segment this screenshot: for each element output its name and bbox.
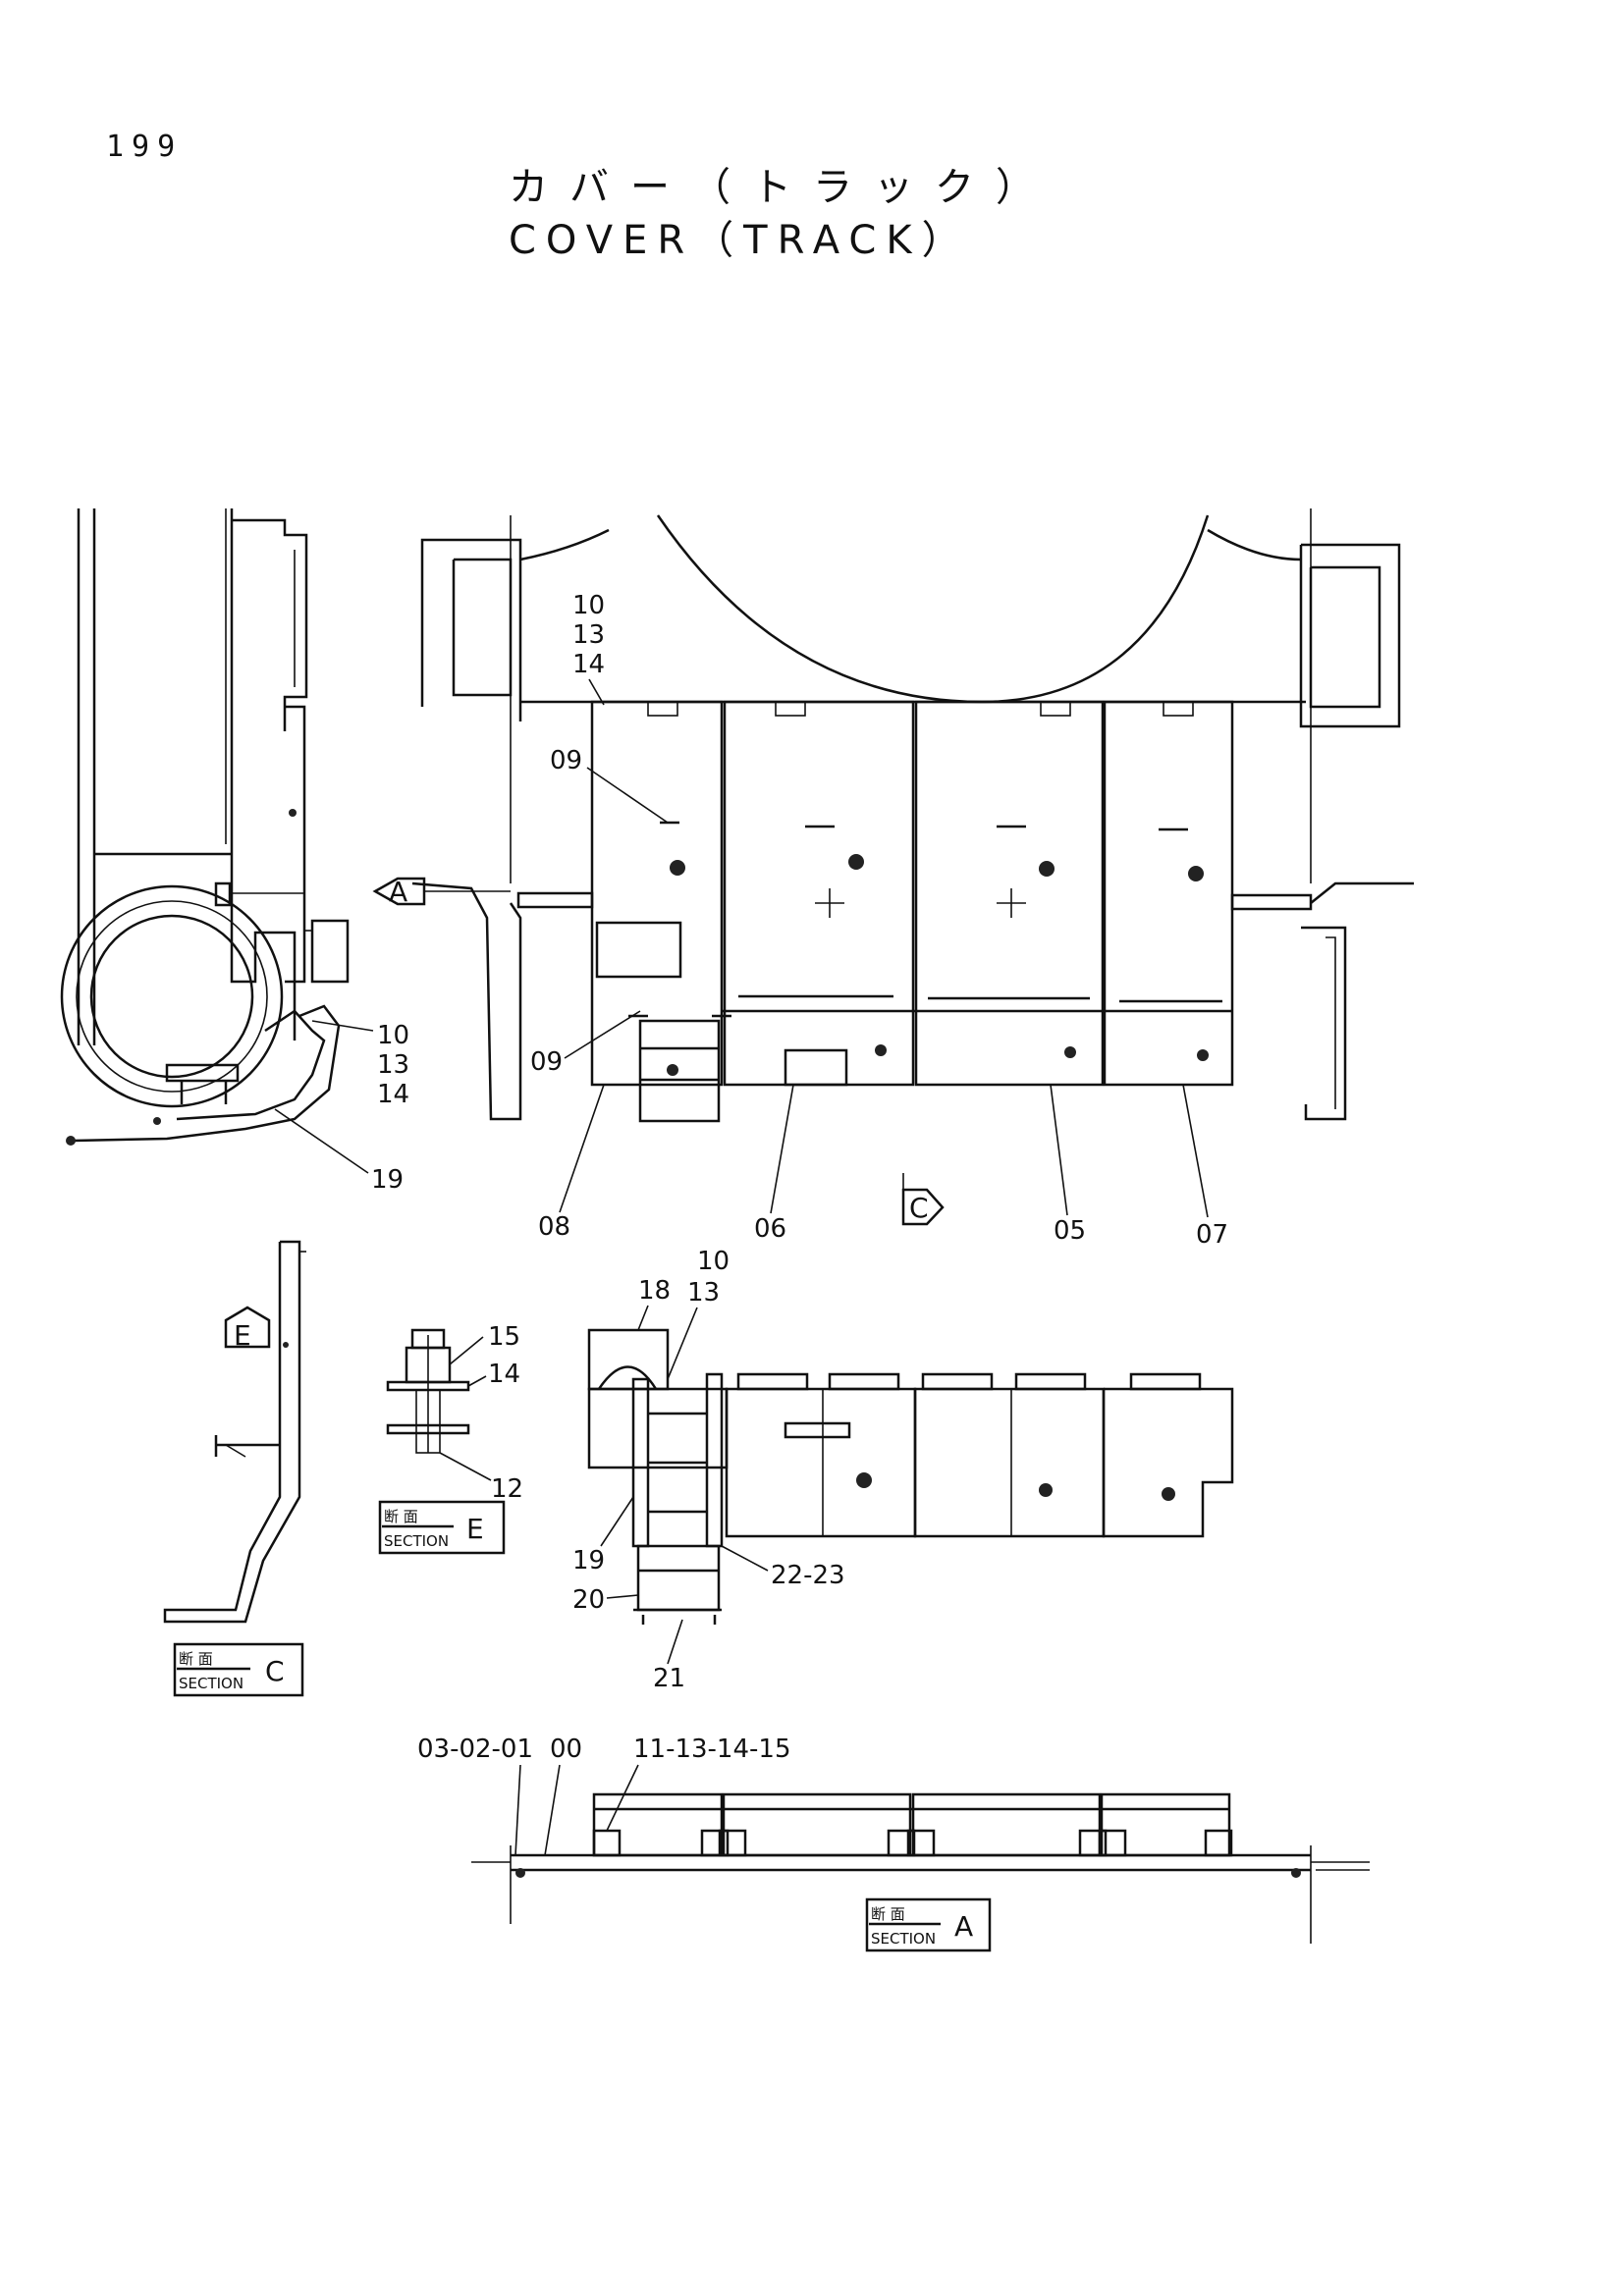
callout-14-section-e: 14 — [488, 1360, 520, 1389]
front-view-covers — [587, 1328, 1234, 1625]
drawing-label: C — [909, 1192, 929, 1224]
callout-05: 05 — [1054, 1216, 1086, 1246]
callout-10-top: 10 — [572, 591, 605, 620]
callout-19-side: 19 — [371, 1165, 404, 1195]
callout-20: 20 — [572, 1585, 605, 1615]
panel-hinge-marks — [660, 821, 1222, 1003]
callout-13-left: 13 — [377, 1050, 409, 1080]
section-c-view: E — [163, 1240, 306, 1624]
view-marker-c: C — [901, 1173, 945, 1226]
section-e-view: 15 14 12 — [386, 1322, 523, 1504]
callout-22-23: 22-23 — [771, 1561, 845, 1590]
callout-06: 06 — [754, 1214, 786, 1244]
plan-view-track-covers — [411, 508, 1414, 1123]
page-title-english: COVER（TRACK） — [509, 218, 971, 263]
drawing-label: SECTION — [384, 1532, 449, 1550]
drawing-label: C — [265, 1655, 285, 1687]
side-view-track-frame — [60, 508, 374, 1174]
callout-13-mid: 13 — [687, 1278, 720, 1308]
callout-13-top: 13 — [572, 620, 605, 650]
callout-09-lower: 09 — [530, 1047, 563, 1077]
drawing-label: SECTION — [871, 1930, 936, 1948]
drawing-label: SECTION — [179, 1675, 243, 1692]
callout-21: 21 — [653, 1664, 685, 1693]
drawing-label: A — [954, 1910, 973, 1943]
drawing-label: E — [234, 1319, 251, 1352]
callout-09-upper: 09 — [550, 746, 582, 775]
callout-14-left: 14 — [377, 1080, 409, 1109]
callout-12: 12 — [491, 1474, 523, 1504]
callout-10-left: 10 — [377, 1021, 409, 1050]
callout-15: 15 — [488, 1322, 520, 1352]
section-c-label: 断 面 SECTION C — [173, 1642, 304, 1697]
callout-00: 00 — [550, 1735, 582, 1764]
callout-07: 07 — [1196, 1220, 1228, 1250]
drawing-label: 断 面 — [871, 1905, 905, 1923]
section-a-view — [471, 1792, 1370, 1944]
callout-08: 08 — [538, 1212, 570, 1242]
panel-notches — [647, 701, 1194, 717]
callout-03-02-01: 03-02-01 — [417, 1735, 533, 1764]
page-number: 199 — [106, 130, 184, 164]
section-a-label: 断 面 SECTION A — [865, 1897, 992, 1952]
panel-bolt-holes — [667, 854, 1209, 1076]
callout-19-front: 19 — [572, 1546, 605, 1575]
callout-10-mid: 10 — [697, 1247, 730, 1276]
callout-14-top: 14 — [572, 650, 605, 679]
callout-11-13-14-15: 11-13-14-15 — [633, 1735, 790, 1764]
drawing-label: 断 面 — [179, 1650, 213, 1668]
drawing-label: 断 面 — [384, 1508, 418, 1525]
drawing-label: A — [389, 876, 407, 908]
drawing-label: E — [466, 1513, 484, 1545]
view-marker-a: A — [372, 876, 511, 908]
section-e-label: 断 面 SECTION E — [378, 1500, 506, 1555]
callout-18: 18 — [638, 1276, 671, 1306]
page-title-japanese: カバー（トラック） — [509, 165, 1056, 210]
